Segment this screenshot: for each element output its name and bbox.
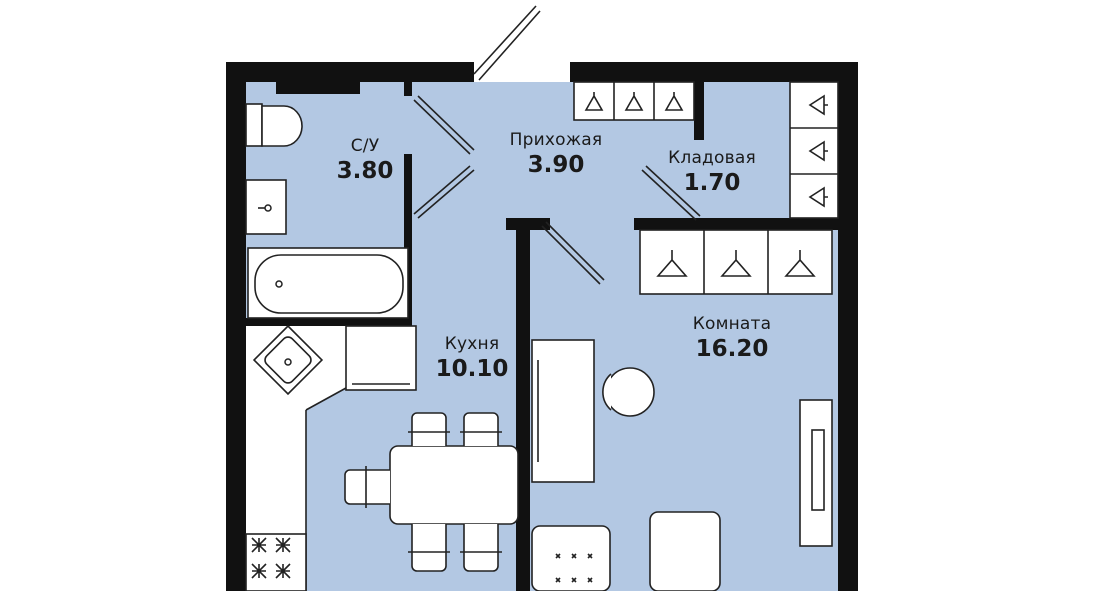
room-label-kitchen: Кухня 10.10 — [430, 334, 514, 382]
bathroom-doors — [413, 95, 475, 219]
storage-door — [641, 165, 701, 221]
tv-cabinet — [799, 399, 833, 547]
bathtub — [247, 247, 409, 319]
fridge — [345, 325, 417, 391]
chair-left — [344, 466, 390, 508]
toilet — [245, 103, 303, 147]
walls — [226, 62, 858, 591]
bed — [531, 511, 721, 591]
stove — [245, 533, 307, 591]
stove-burners — [251, 537, 291, 579]
room-name-kitchen: Кухня — [444, 334, 500, 354]
room-area-bathroom: 3.80 — [336, 158, 394, 184]
entrance-door-swing — [473, 5, 541, 81]
chair-top-right — [460, 412, 502, 446]
room-label-bathroom: С/У 3.80 — [330, 136, 400, 184]
storage-wardrobe-right — [789, 81, 839, 219]
room-name-room: Комната — [692, 314, 772, 334]
room-area-room: 16.20 — [695, 336, 769, 362]
room-label-hallway: Прихожая 3.90 — [500, 130, 612, 178]
room-name-hallway: Прихожая — [509, 130, 603, 150]
bathroom-sink — [245, 179, 287, 235]
room-area-storage: 1.70 — [683, 170, 741, 196]
desk — [531, 339, 595, 483]
room-name-bathroom: С/У — [350, 136, 380, 156]
room-name-storage: Кладовая — [668, 148, 756, 168]
room-area-hallway: 3.90 — [527, 152, 585, 178]
room-area-kitchen: 10.10 — [435, 356, 509, 382]
room-label-storage: Кладовая 1.70 — [656, 148, 768, 196]
room-wardrobe — [639, 229, 833, 295]
chair-bottom-right — [460, 524, 502, 572]
chair-bottom-left — [408, 524, 450, 572]
room-door — [541, 221, 605, 285]
kitchen-sink — [252, 324, 324, 396]
chair-top-left — [408, 412, 450, 446]
dining-table — [344, 412, 519, 572]
room-label-room: Комната 16.20 — [676, 314, 788, 362]
storage-wardrobe-top — [573, 81, 695, 121]
desk-chair — [602, 367, 655, 417]
